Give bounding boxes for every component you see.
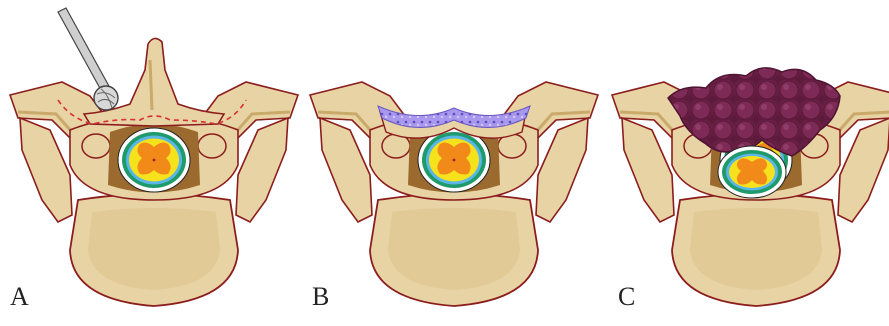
panel-c-vertebra [612, 68, 889, 306]
panel-label-c: C [618, 282, 635, 312]
panel-b-vertebra [310, 82, 598, 306]
panel-a-vertebra [10, 8, 298, 306]
panel-label-b: B [312, 282, 329, 312]
panel-label-a: A [10, 282, 29, 312]
